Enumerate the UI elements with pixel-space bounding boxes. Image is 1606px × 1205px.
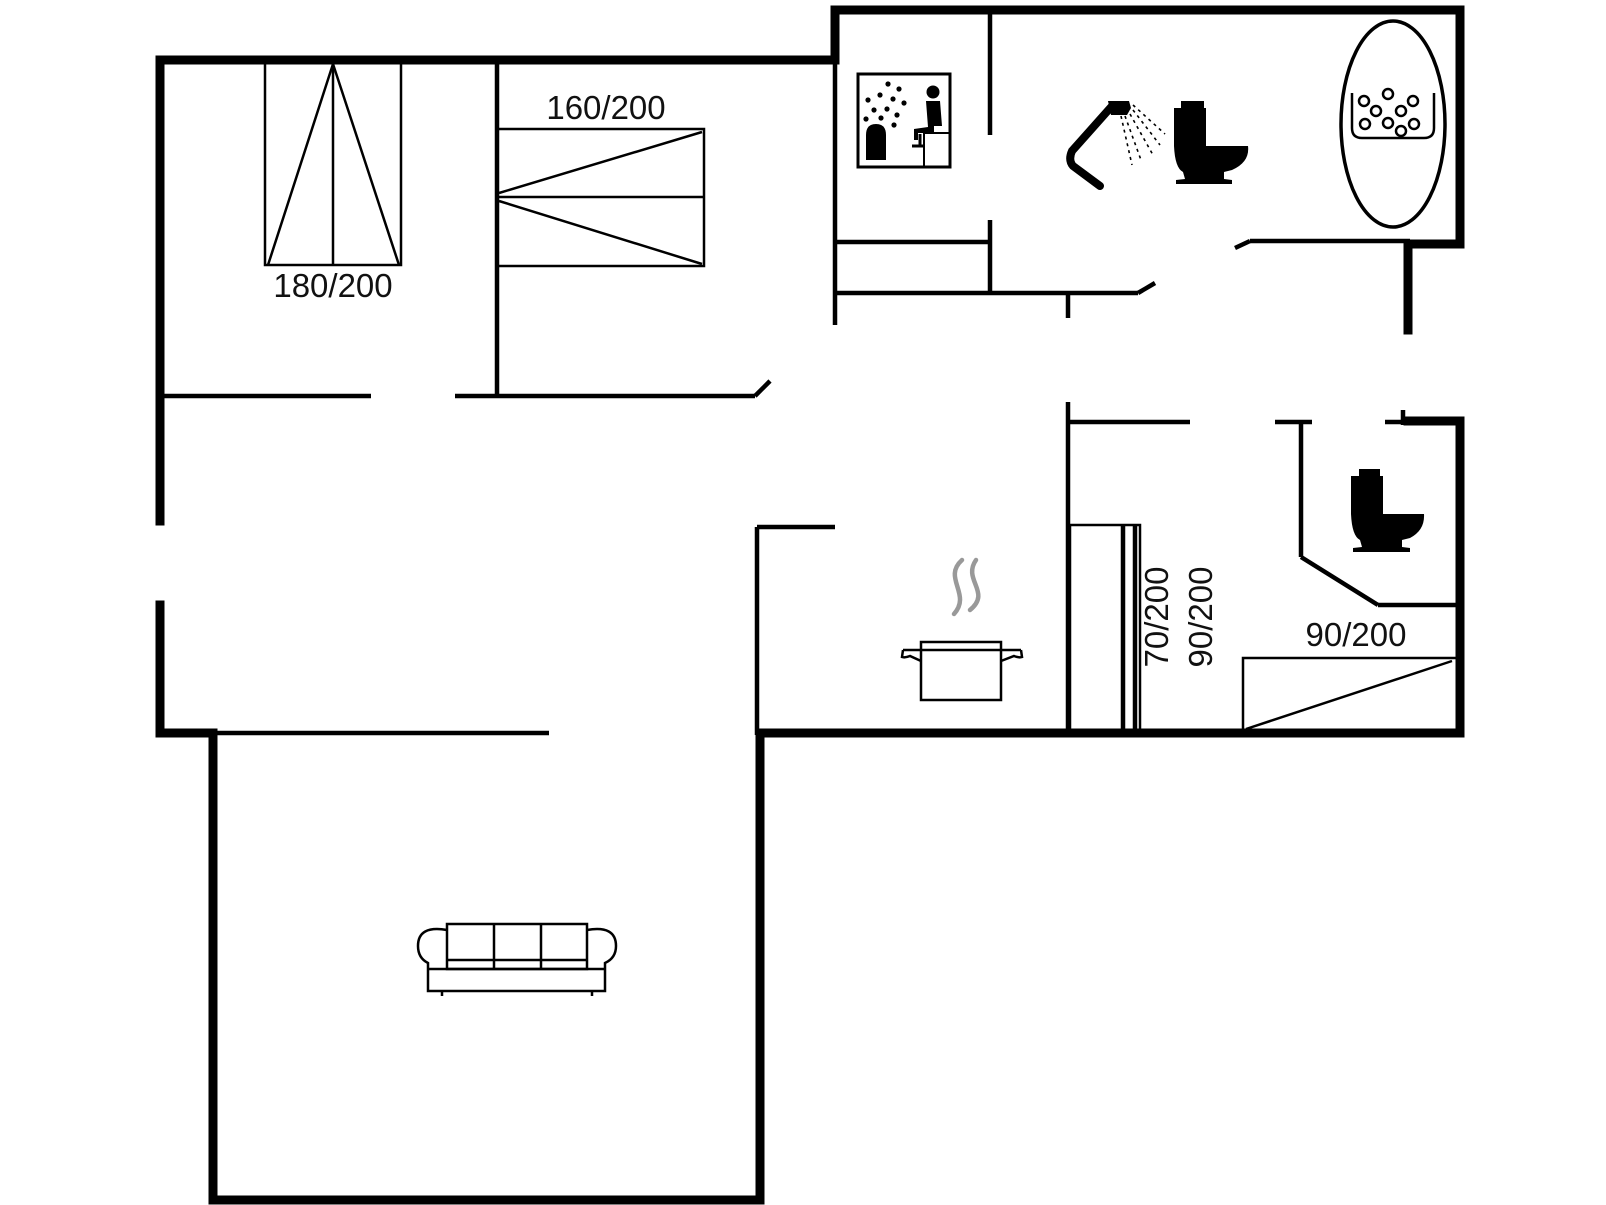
bunk-bed <box>1068 523 1142 733</box>
bed-size-label: 160/200 <box>546 89 665 126</box>
whirlpool-bath-icon <box>1339 19 1447 229</box>
sofa-icon <box>416 922 618 996</box>
shower-icon <box>1066 101 1166 190</box>
toilet-icon <box>1351 469 1425 552</box>
sauna-icon <box>856 72 952 169</box>
double-bed-bedroom-1 <box>263 59 403 267</box>
bed-size-label: 70/200 <box>1138 567 1175 668</box>
outer-walls <box>155 5 1465 1205</box>
bed-size-label: 180/200 <box>273 267 392 304</box>
bed-size-label: 90/200 <box>1306 616 1407 653</box>
bed-size-label: 90/200 <box>1182 567 1219 668</box>
toilet-icon <box>1174 101 1249 184</box>
single-bed <box>1241 656 1458 731</box>
double-bed-bedroom-2 <box>495 127 706 268</box>
interior-walls <box>160 12 1458 736</box>
kitchen-pot-icon <box>900 557 1024 702</box>
